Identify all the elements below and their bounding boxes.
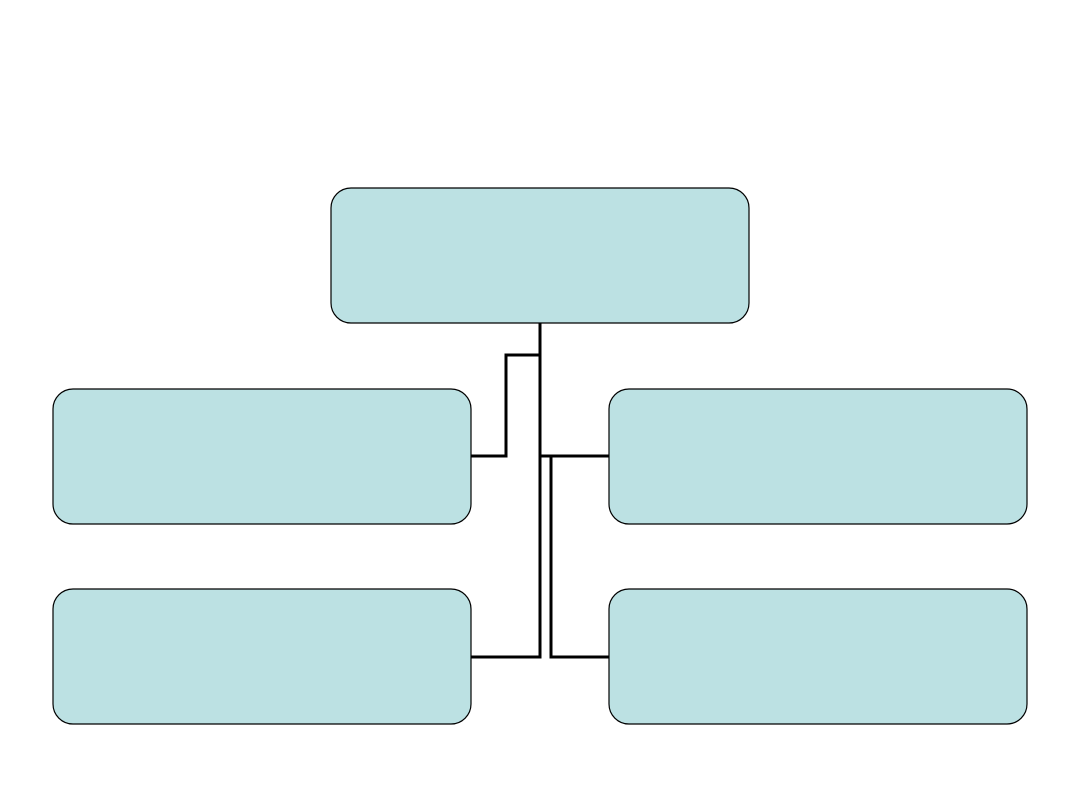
node-top[interactable] <box>330 187 750 324</box>
node-top-box <box>330 187 750 324</box>
node-bottom-right-box <box>608 588 1028 725</box>
node-middle-left-box <box>52 388 472 525</box>
node-bottom-left[interactable] <box>52 588 472 725</box>
connector-top-to-bottom-right <box>549 454 611 659</box>
node-bottom-right[interactable] <box>608 588 1028 725</box>
node-middle-right[interactable] <box>608 388 1028 525</box>
connector-top-to-bottom-left <box>469 454 542 659</box>
node-bottom-left-box <box>52 588 472 725</box>
node-middle-left[interactable] <box>52 388 472 525</box>
connectors <box>469 321 611 659</box>
node-middle-right-box <box>608 388 1028 525</box>
connector-top-to-middle-left <box>469 353 542 458</box>
